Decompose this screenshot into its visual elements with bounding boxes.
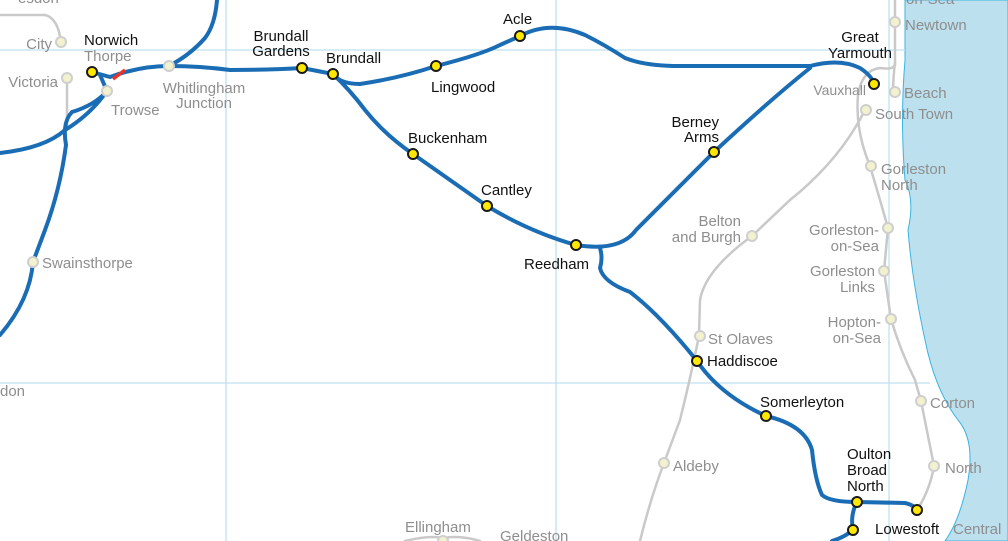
station-label: Links [840, 279, 875, 296]
station-south-town[interactable]: South Town [860, 104, 953, 123]
grid-lines [0, 0, 930, 541]
station-cantley[interactable]: Cantley [481, 182, 532, 212]
station-brundall-gardens[interactable]: Brundall Gardens [252, 28, 310, 74]
edge-label-top-right: on-Sea [906, 0, 955, 8]
edge-labels: esdon on-Sea don [0, 0, 955, 400]
station-label: South Town [875, 106, 953, 123]
edge-label-left: don [0, 383, 25, 400]
edge-label-top-left: esdon [18, 0, 59, 7]
station-label: Hopton- [828, 314, 881, 331]
station-gorleston-on-sea[interactable]: Gorleston- on-Sea [809, 222, 894, 255]
station-label: Corton [930, 395, 975, 412]
station-label: on-Sea [831, 238, 880, 255]
station-label: Gorleston- [809, 222, 879, 239]
station-swainsthorpe[interactable]: Swainsthorpe [27, 255, 133, 272]
station-victoria[interactable]: Victoria [8, 72, 73, 91]
station-label: Vauxhall [813, 82, 866, 98]
station-label: Lowestoft [875, 521, 940, 538]
station-label: Trowse [111, 102, 160, 119]
station-label: North [847, 478, 884, 495]
station-buckenham[interactable]: Buckenham [407, 130, 487, 160]
station-label: Brundall [253, 28, 308, 45]
station-hopton-on-sea[interactable]: Hopton- on-Sea [828, 313, 897, 347]
station-city[interactable]: City [26, 36, 67, 53]
station-corton[interactable]: Corton [915, 395, 975, 412]
station-ellingham[interactable]: Ellingham [405, 519, 471, 541]
station-oulton-broad-south[interactable] [847, 524, 859, 536]
station-berney-arms[interactable]: Berney Arms [671, 114, 720, 158]
station-label: and Burgh [672, 229, 741, 246]
station-label: Brundall [326, 50, 381, 67]
station-label: Belton [698, 213, 741, 230]
station-newtown[interactable]: Newtown [889, 16, 967, 34]
main-lines [0, 0, 919, 541]
station-label: Cantley [481, 182, 532, 199]
station-label: Berney [671, 114, 719, 131]
station-label: Yarmouth [828, 45, 892, 62]
station-geldeston[interactable]: Geldeston [500, 528, 568, 541]
station-gorleston-north[interactable]: Gorleston North [865, 160, 946, 194]
station-gorleston-links[interactable]: Gorleston Links [810, 263, 890, 296]
sea [902, 0, 1008, 541]
station-haddiscoe[interactable]: Haddiscoe [691, 353, 778, 370]
station-label: Great [841, 29, 879, 46]
station-label: St Olaves [708, 331, 773, 348]
station-belton-and-burgh[interactable]: Belton and Burgh [672, 213, 758, 246]
station-lowestoft-central[interactable]: Lowestoft Central [875, 504, 1001, 538]
station-label: Gorleston [881, 161, 946, 178]
station-whitlingham-junction[interactable]: Whitlingham Junction [163, 60, 246, 112]
station-lingwood[interactable]: Lingwood [430, 60, 495, 96]
station-label: Beach [904, 85, 947, 102]
station-label: Victoria [8, 74, 58, 91]
station-label: Gorleston [810, 263, 875, 280]
stations: Norwich Thorpe City Victoria Trowse Whit… [8, 11, 1001, 541]
station-somerleyton[interactable]: Somerleyton [760, 394, 844, 422]
station-label: Haddiscoe [707, 353, 778, 370]
station-label: Norwich [84, 32, 138, 49]
station-acle[interactable]: Acle [503, 11, 532, 42]
station-label: City [26, 36, 52, 53]
station-label: Thorpe [84, 48, 132, 65]
station-label: Somerleyton [760, 394, 844, 411]
station-lowestoft-north[interactable]: North [928, 460, 982, 477]
station-great-yarmouth[interactable]: Great Yarmouth [828, 29, 892, 90]
station-label: North [881, 177, 918, 194]
station-label: Oulton [847, 446, 891, 463]
station-label: Acle [503, 11, 532, 28]
station-label: Whitlingham [163, 80, 246, 97]
station-label: Buckenham [408, 130, 487, 147]
station-label: Junction [176, 95, 232, 112]
station-label: Ellingham [405, 519, 471, 536]
station-reedham[interactable]: Reedham [524, 239, 589, 273]
station-aldeby[interactable]: Aldeby [658, 457, 719, 475]
station-label: Reedham [524, 256, 589, 273]
station-label: Swainsthorpe [42, 255, 133, 272]
closed-link [111, 68, 127, 81]
station-label: Gardens [252, 43, 310, 60]
station-label: Geldeston [500, 528, 568, 541]
station-beach[interactable]: Beach [889, 85, 947, 102]
station-label: Lingwood [431, 79, 495, 96]
station-norwich[interactable]: Norwich Thorpe [84, 32, 138, 78]
station-label: Broad [847, 462, 887, 479]
label-vauxhall: Vauxhall [813, 82, 866, 98]
station-label: Arms [684, 129, 719, 146]
station-brundall[interactable]: Brundall [326, 50, 381, 80]
station-label: North [945, 460, 982, 477]
station-trowse[interactable]: Trowse [101, 85, 160, 119]
station-oulton-broad-north[interactable]: Oulton Broad North [847, 446, 891, 508]
station-label: Aldeby [673, 458, 719, 475]
station-st-olaves[interactable]: St Olaves [694, 330, 773, 348]
station-label: Newtown [905, 17, 967, 34]
station-label: Central [953, 521, 1001, 538]
station-label: on-Sea [833, 330, 882, 347]
